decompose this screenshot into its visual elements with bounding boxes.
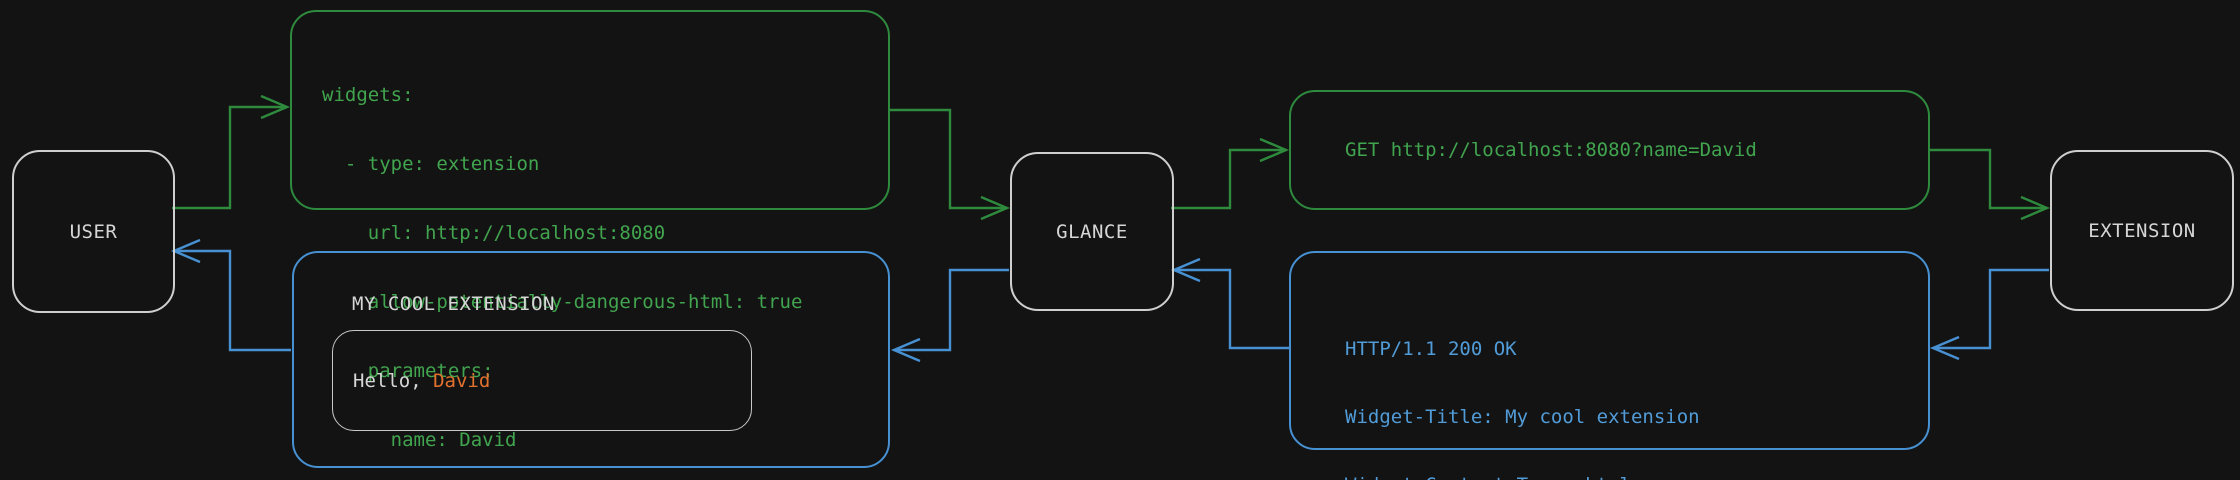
http-response-box: HTTP/1.1 200 OK Widget-Title: My cool ex… (1289, 251, 1930, 480)
config-line: widgets: (322, 84, 414, 106)
arrow-widget-to-user (170, 238, 291, 352)
config-line: url: http://localhost:8080 (322, 222, 666, 244)
arrow-extension-to-response (1929, 268, 2049, 361)
node-extension-label: EXTENSION (2088, 219, 2196, 242)
widget-title: MY COOL EXTENSION (352, 293, 555, 315)
arrow-glance-to-request (1171, 137, 1290, 210)
arrow-config-to-glance (890, 108, 1011, 221)
response-line: Widget-Title: My cool extension (1345, 406, 1700, 428)
widget-greeting: Hello, David (333, 370, 490, 392)
node-extension: EXTENSION (2050, 150, 2234, 311)
config-line: name: David (322, 429, 517, 451)
response-line: Widget-Content-Type: html (1345, 473, 1883, 480)
greeting-name: David (433, 369, 491, 392)
config-yaml-code: widgets: - type: extension url: http://l… (322, 39, 802, 480)
arrow-glance-to-widget (890, 268, 1009, 363)
rendered-widget-box: MY COOL EXTENSION Hello, David (292, 251, 890, 468)
arrow-user-to-config (172, 94, 291, 210)
arrow-request-to-extension (1930, 148, 2051, 221)
node-user-label: USER (69, 220, 118, 243)
http-response-code: HTTP/1.1 200 OK Widget-Title: My cool ex… (1345, 293, 1883, 480)
http-request-box: GET http://localhost:8080?name=David (1289, 90, 1930, 210)
config-yaml-box: widgets: - type: extension url: http://l… (290, 10, 890, 451)
http-request-text: GET http://localhost:8080?name=David (1345, 139, 1757, 161)
response-line: HTTP/1.1 200 OK (1345, 338, 1517, 360)
node-glance: GLANCE (1010, 152, 1174, 311)
node-user: USER (12, 150, 175, 313)
arrow-response-to-glance (1170, 257, 1289, 350)
node-glance-label: GLANCE (1056, 220, 1128, 243)
config-line: allow-potentially-dangerous-html: true (322, 291, 803, 313)
widget-preview-frame: Hello, David (332, 330, 752, 431)
config-line: - type: extension (322, 153, 540, 175)
greeting-prefix: Hello, (353, 369, 434, 392)
config-line: parameters: (322, 360, 494, 382)
